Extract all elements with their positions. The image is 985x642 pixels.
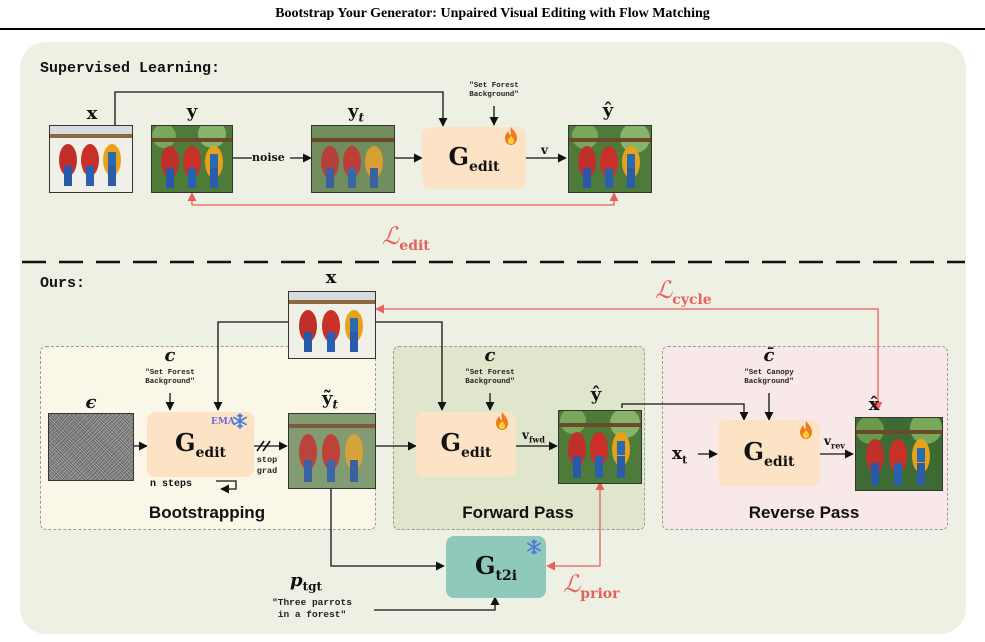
forward-gedit-sub: edit bbox=[461, 444, 492, 461]
forward-gedit-main: G bbox=[440, 428, 462, 458]
forward-c-label: c bbox=[484, 345, 496, 366]
supervised-learning-label: Supervised Learning: bbox=[40, 60, 221, 77]
bootstrap-gedit-main: G bbox=[175, 428, 196, 458]
gt2i-label: Gt2i bbox=[475, 551, 517, 584]
arrow-x-to-forward-gedit bbox=[374, 321, 447, 411]
xt-sub: t bbox=[682, 453, 688, 467]
stop-grad-mark-2 bbox=[262, 440, 271, 452]
sup-yt-sub: t bbox=[358, 110, 364, 125]
arrow-ptgt-to-gt2i bbox=[374, 596, 500, 611]
sup-yhat-label: ŷ bbox=[602, 100, 614, 121]
reverse-prompt: "Set Canopy Background" bbox=[744, 369, 794, 386]
ytilde-sub: t bbox=[332, 397, 338, 412]
parrot-image bbox=[49, 125, 133, 193]
fire-icon bbox=[503, 126, 519, 146]
loss-prior-main: ℒ bbox=[563, 570, 581, 598]
ours-x-label: x bbox=[325, 267, 337, 288]
paper-header-title: Bootstrap Your Generator: Unpaired Visua… bbox=[275, 6, 710, 21]
gt2i-sub: t2i bbox=[495, 567, 518, 584]
loss-edit-connector bbox=[187, 192, 619, 206]
noise-label: noise bbox=[252, 151, 285, 164]
forward-pass-title: Forward Pass bbox=[462, 503, 574, 522]
ptgt-label: ptgt bbox=[290, 570, 350, 594]
arrow-x-to-bootstrap-gedit bbox=[213, 321, 288, 411]
xhat-label: x̂ bbox=[868, 394, 880, 415]
parrot-image bbox=[311, 125, 395, 193]
loss-cycle-label: ℒcycle bbox=[655, 276, 712, 308]
sup-gedit-main: G bbox=[448, 141, 470, 171]
loop-arrow-icon bbox=[216, 480, 237, 494]
header-rule bbox=[0, 28, 985, 30]
loss-edit-sub: edit bbox=[399, 237, 430, 254]
vfwd-main: v bbox=[522, 428, 529, 442]
parrot-image bbox=[855, 412, 943, 491]
sup-v-label: v bbox=[541, 143, 548, 157]
snowflake-icon bbox=[526, 539, 542, 555]
t2i-prompt: "Three parrots in a forest" bbox=[272, 597, 352, 620]
ptgt-main: p bbox=[290, 570, 303, 591]
vrev-main: v bbox=[824, 434, 831, 448]
sup-gedit-sub: edit bbox=[469, 158, 500, 175]
loss-prior-label: ℒprior bbox=[563, 570, 620, 602]
vfwd-sub: fwd bbox=[528, 434, 545, 445]
forward-yhat-label: ŷ bbox=[590, 384, 602, 405]
stop-grad-mark-1 bbox=[256, 440, 265, 452]
reverse-gedit-main: G bbox=[743, 436, 765, 466]
xt-label: xt bbox=[672, 444, 687, 466]
loss-edit-label: ℒedit bbox=[382, 222, 430, 254]
vrev-sub: rev bbox=[830, 440, 845, 451]
parrot-image bbox=[558, 408, 642, 484]
gt2i-main: G bbox=[474, 550, 496, 580]
loss-edit-main: ℒ bbox=[382, 222, 400, 250]
loss-prior-sub: prior bbox=[580, 585, 620, 602]
sup-y-label: y bbox=[186, 101, 198, 122]
arrow-x-to-gedit bbox=[114, 91, 448, 127]
reverse-gedit-sub: edit bbox=[764, 453, 795, 470]
sup-yt-label: yt bbox=[336, 101, 376, 125]
fire-icon bbox=[494, 411, 510, 431]
sup-prompt: "Set Forest Background" bbox=[469, 82, 519, 99]
bootstrap-c-label: c bbox=[164, 345, 176, 366]
reverse-gedit-label: Gedit bbox=[744, 437, 795, 470]
sup-yt-main: y bbox=[347, 101, 359, 122]
ptgt-sub: tgt bbox=[302, 579, 323, 594]
parrot-image bbox=[151, 120, 233, 193]
sup-gedit-label: Gedit bbox=[449, 142, 500, 175]
ours-label: Ours: bbox=[40, 275, 86, 292]
reverse-cbar-label: c̄ bbox=[763, 345, 775, 366]
reverse-pass-title: Reverse Pass bbox=[748, 503, 860, 522]
ytilde-main: ỹ bbox=[321, 388, 333, 409]
bootstrapping-title: Bootstrapping bbox=[148, 503, 266, 522]
loss-cycle-sub: cycle bbox=[672, 291, 712, 308]
forward-prompt: "Set Forest Background" bbox=[465, 369, 515, 386]
sup-x-label: x bbox=[86, 103, 98, 124]
bootstrap-prompt: "Set Forest Background" bbox=[145, 369, 195, 386]
bootstrap-gedit-label: Gedit bbox=[175, 428, 226, 461]
parrot-image bbox=[568, 123, 652, 193]
vrev-label: vrev bbox=[824, 434, 845, 450]
parrot-image bbox=[288, 291, 376, 359]
eps-label: ϵ bbox=[85, 392, 97, 413]
ytilde-label: ỹt bbox=[308, 388, 352, 412]
loss-cycle-connector bbox=[375, 304, 883, 411]
vfwd-label: vfwd bbox=[522, 428, 545, 444]
loss-cycle-main: ℒ bbox=[655, 276, 673, 304]
stop-grad-label: stop grad bbox=[256, 455, 278, 476]
xt-main: x bbox=[672, 444, 683, 464]
n-steps-label: n steps bbox=[150, 479, 193, 490]
forward-gedit-label: Gedit bbox=[441, 428, 492, 461]
fire-icon bbox=[798, 420, 814, 440]
parrot-image bbox=[288, 413, 376, 489]
noise-image bbox=[48, 413, 134, 481]
snowflake-icon bbox=[232, 413, 248, 429]
loss-prior-connector bbox=[546, 481, 605, 571]
ema-label: EMA bbox=[211, 417, 235, 427]
gt2i-block: Gt2i bbox=[446, 536, 546, 598]
bootstrap-gedit-sub: edit bbox=[195, 444, 226, 461]
arrow-ytilde-to-gt2i bbox=[330, 487, 445, 571]
